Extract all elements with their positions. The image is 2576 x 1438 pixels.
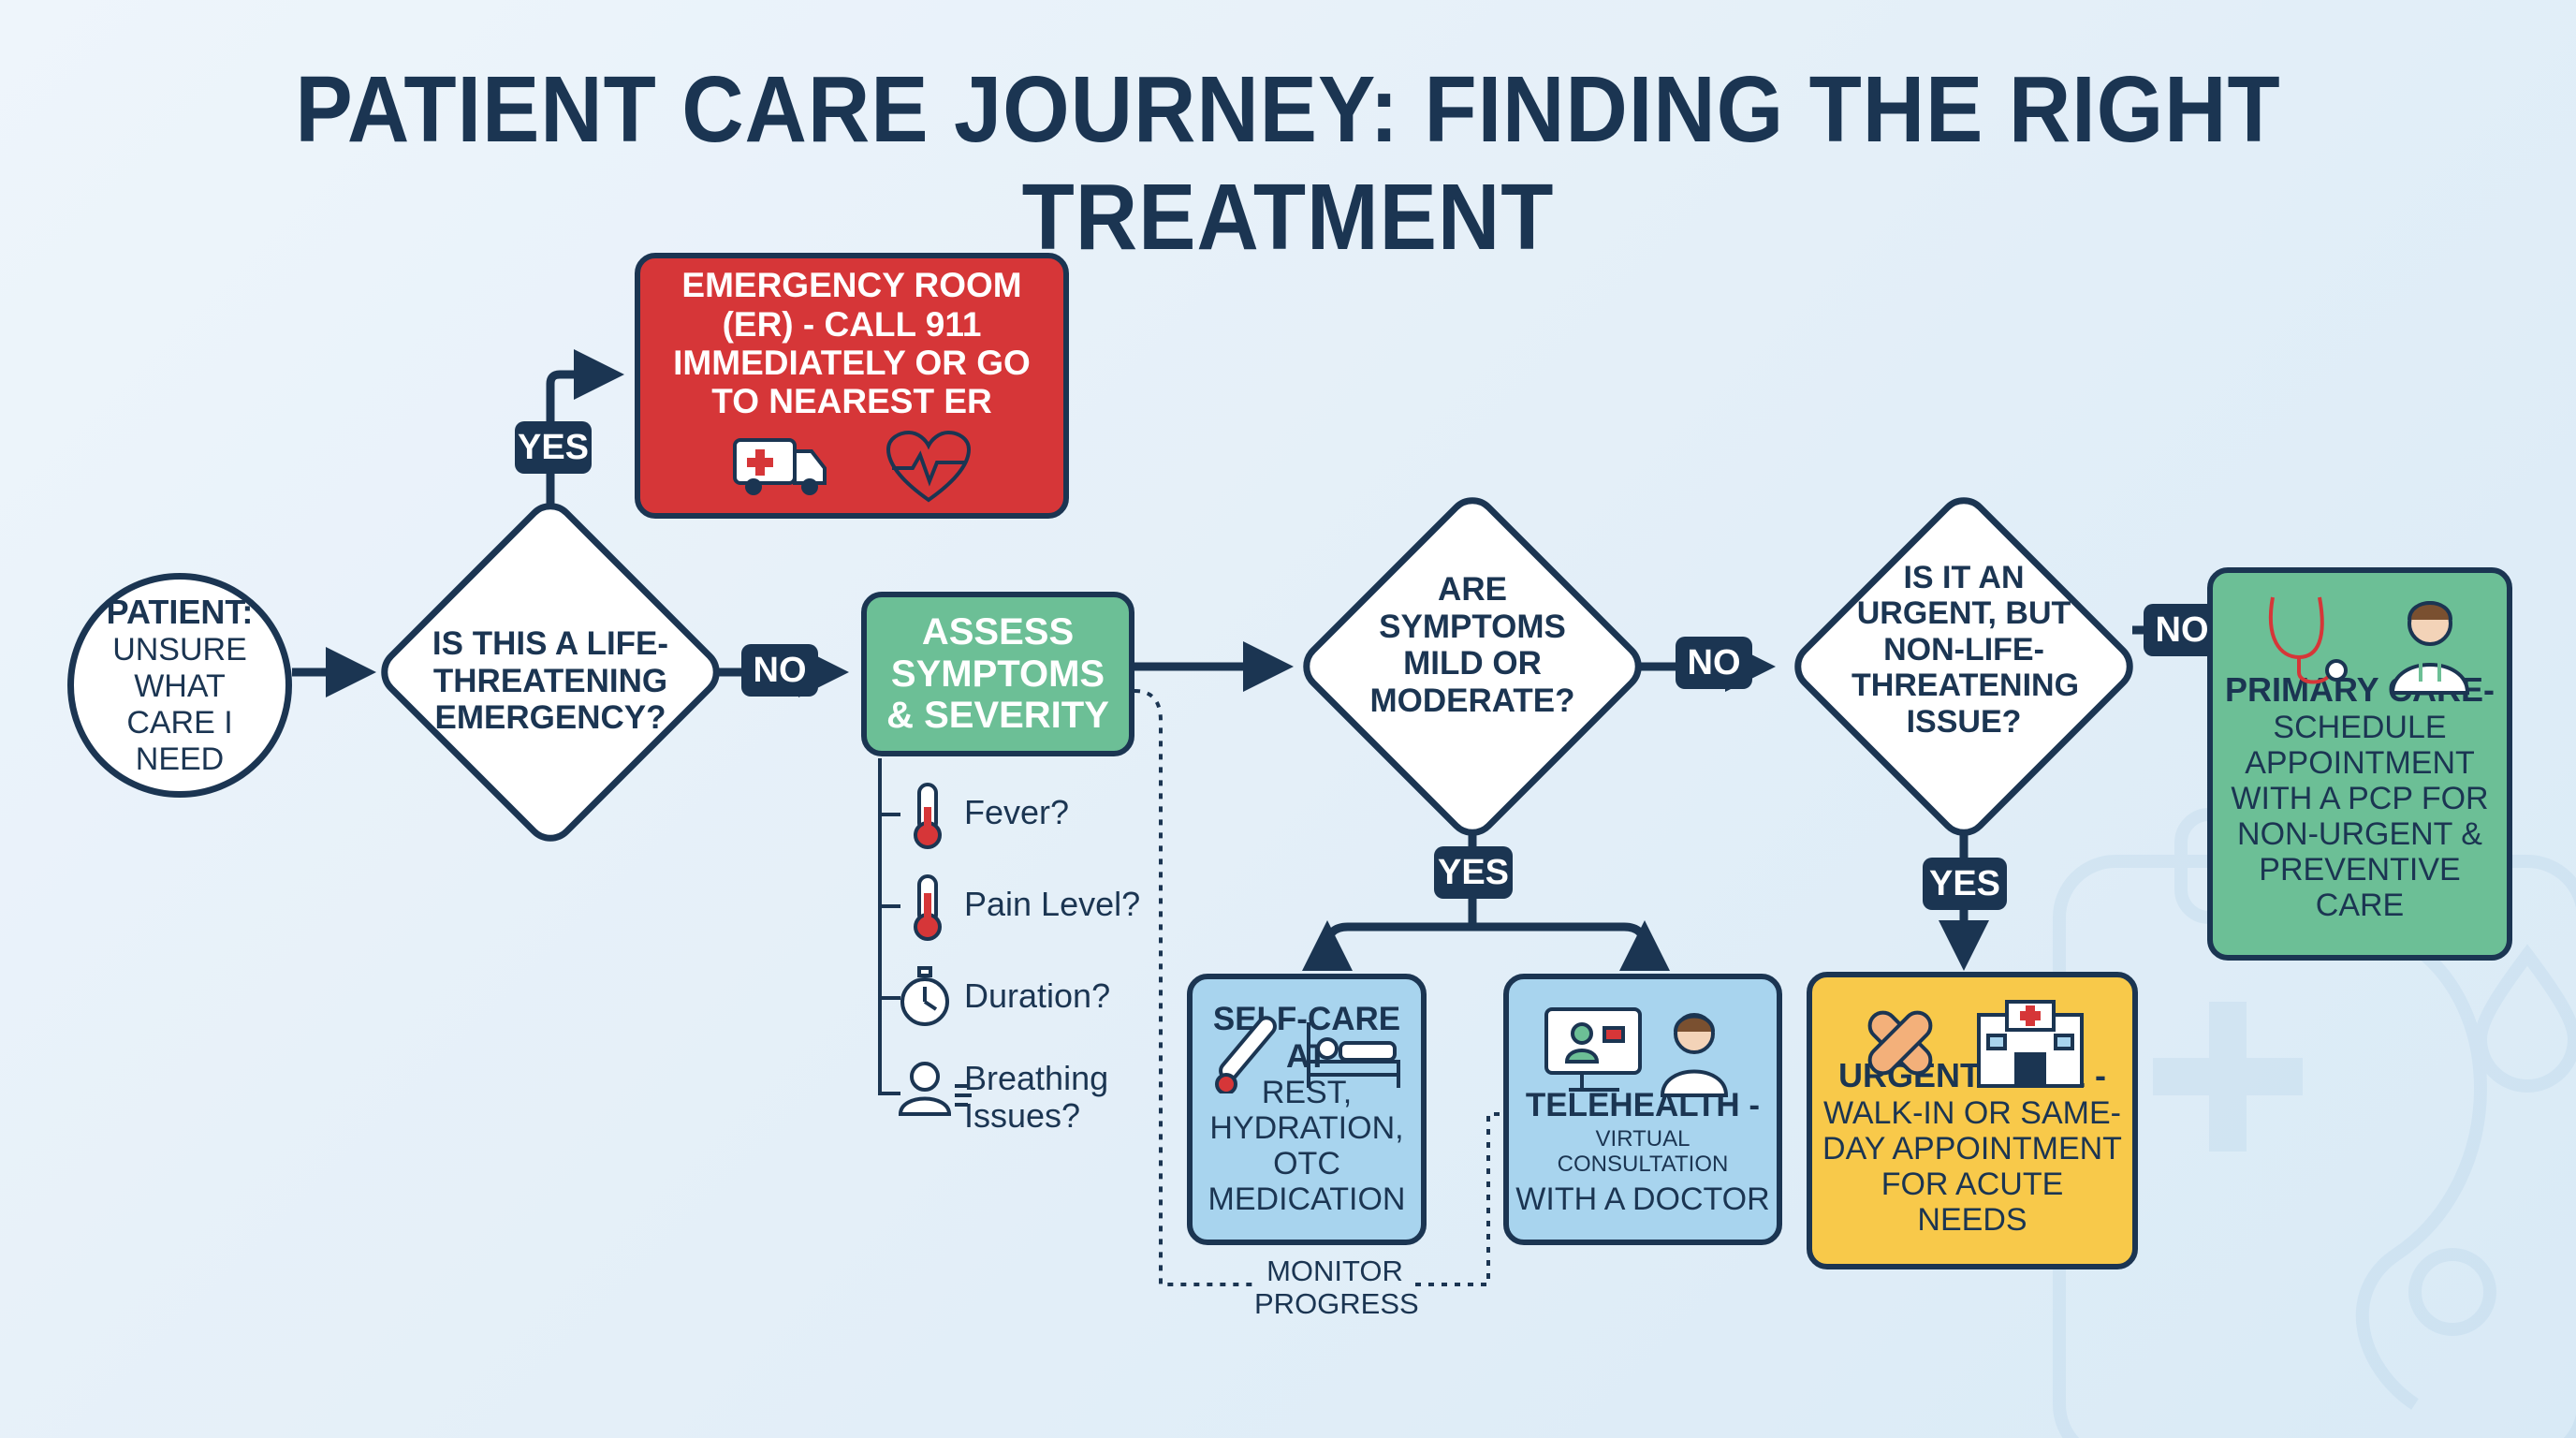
urgent-care-box: URGENT CARE - WALK-IN OR SAME-DAY APPOIN… <box>1807 972 2138 1269</box>
breathing-person-icon <box>898 1062 972 1116</box>
checklist-item-pain: Pain Level? <box>964 885 1141 923</box>
telehealth-doctor-icon <box>1544 1007 1729 1097</box>
page-title: PATIENT CARE JOURNEY: FINDING THE RIGHT … <box>295 57 2281 270</box>
self-care-box: SELF-CARE AT REST, HYDRATION, OTC MEDICA… <box>1187 974 1427 1245</box>
assess-symptoms-box: ASSESS SYMPTOMS & SEVERITY <box>861 592 1134 756</box>
thermometer-icon <box>914 783 942 849</box>
decision1-yes-tag: YES <box>515 421 592 474</box>
decision2-no-tag: NO <box>1676 637 1752 689</box>
start-text: UNSURE WHAT CARE I NEED <box>112 631 247 777</box>
decision3-yes-tag: YES <box>1923 858 2007 910</box>
stopwatch-icon <box>900 966 949 1026</box>
decision2-text: ARE SYMPTOMS MILD OR MODERATE? <box>1369 571 1575 719</box>
monitor-loop <box>1134 689 1500 1286</box>
decision3-text: IS IT AN URGENT, BUT NON-LIFE-THREATENIN… <box>1852 560 2080 740</box>
ambulance-icon <box>733 437 827 495</box>
emergency-room-box: EMERGENCY ROOM (ER) - CALL 911 IMMEDIATE… <box>635 253 1069 519</box>
start-node: PATIENT: UNSURE WHAT CARE I NEED <box>67 573 292 798</box>
arrow-decision1-yes <box>546 349 624 517</box>
decision2-yes-tag: YES <box>1434 846 1513 899</box>
decision1-no-tag: NO <box>741 644 818 697</box>
checklist-item-duration: Duration? <box>964 976 1111 1015</box>
telehealth-text: WITH A DOCTOR <box>1515 1181 1770 1217</box>
heart-pulse-icon <box>886 430 972 503</box>
monitor-progress-label: MONITOR PROGRESS <box>1254 1255 1419 1321</box>
start-label: PATIENT: <box>106 593 254 632</box>
checklist-item-fever: Fever? <box>964 793 1070 831</box>
checklist-item-breathing: Breathing Issues? <box>964 1059 1109 1136</box>
bandage-hospital-icon <box>1867 1000 2084 1088</box>
thermometer-bed-icon <box>1215 1016 1400 1093</box>
telehealth-box: TELEHEALTH - VIRTUAL CONSULTATION WITH A… <box>1503 974 1782 1245</box>
urgent-care-text: WALK-IN OR SAME-DAY APPOINTMENT FOR ACUT… <box>1822 1094 2122 1238</box>
decision1-text: IS THIS A LIFE-THREATENING EMERGENCY? <box>432 625 669 737</box>
primary-care-text: SCHEDULE APPOINTMENT WITH A PCP FOR NON-… <box>2231 709 2489 923</box>
thermometer-icon <box>914 874 942 941</box>
telehealth-subtitle: VIRTUAL CONSULTATION <box>1557 1126 1729 1178</box>
emergency-text: EMERGENCY ROOM (ER) - CALL 911 IMMEDIATE… <box>673 266 1031 421</box>
stethoscope-doctor-icon <box>2268 596 2470 695</box>
self-care-text: REST, HYDRATION, OTC MEDICATION <box>1208 1074 1406 1217</box>
primary-care-box: PRIMARY CARE- SCHEDULE APPOINTMENT WITH … <box>2207 567 2512 961</box>
